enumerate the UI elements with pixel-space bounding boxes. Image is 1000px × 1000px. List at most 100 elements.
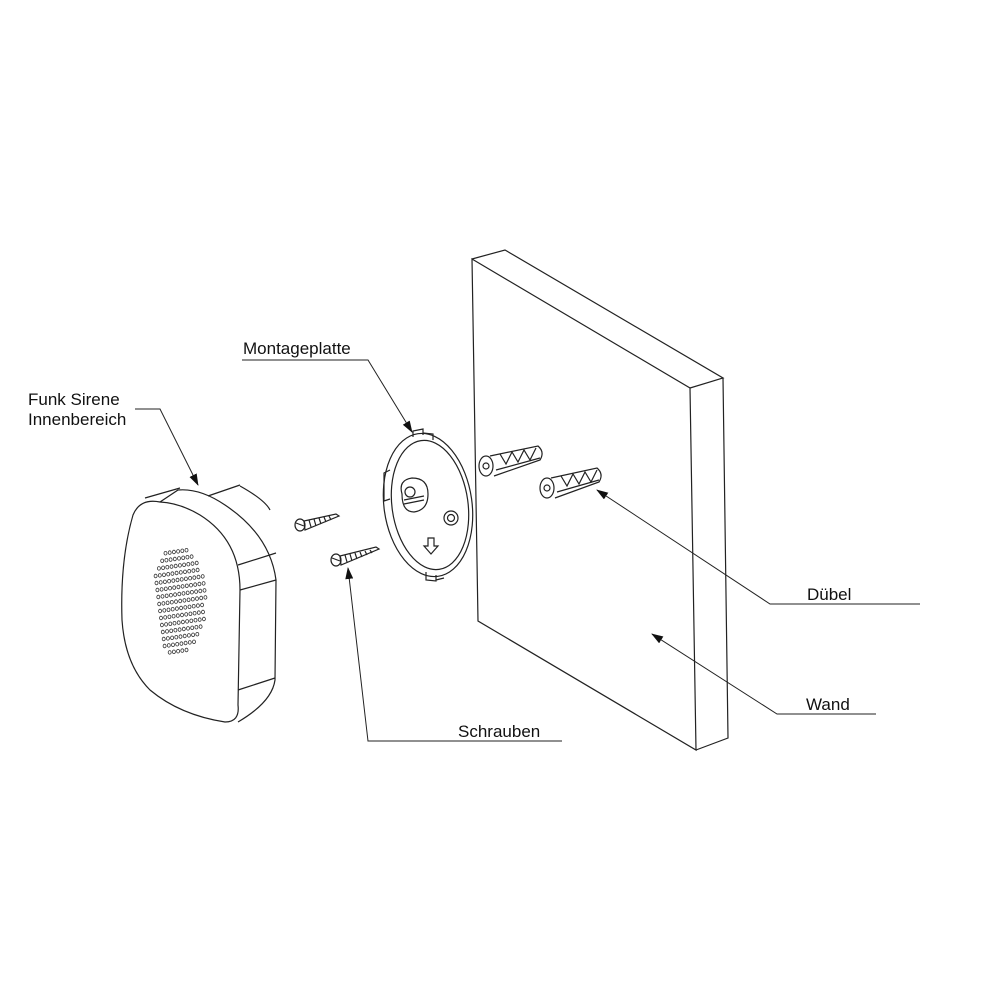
grille-hole	[179, 577, 184, 582]
grille-hole	[168, 586, 172, 591]
grille-hole	[201, 581, 206, 586]
grille-hole	[173, 563, 178, 569]
grille-hole	[189, 590, 194, 595]
grille-hole	[190, 597, 195, 602]
grille-hole	[174, 599, 178, 604]
grille-hole	[161, 601, 166, 606]
grille-hole	[168, 593, 173, 598]
grille-hole	[184, 612, 189, 617]
grille-hole	[195, 596, 199, 601]
grille-hole	[164, 593, 169, 598]
grille-hole	[170, 607, 175, 612]
grille-hole	[183, 569, 187, 574]
grille-hole	[193, 618, 198, 623]
grille-hole	[173, 628, 178, 633]
grille-hole	[179, 605, 184, 611]
grille-hole	[153, 573, 158, 579]
grille-hole	[156, 566, 161, 571]
grille-hole	[181, 591, 186, 596]
grille-hole	[175, 577, 180, 583]
grille-hole	[159, 587, 164, 592]
leader-lines	[135, 359, 920, 742]
grille-hole	[184, 548, 189, 553]
grille-hole	[186, 633, 191, 638]
grille-hole	[167, 550, 172, 555]
grille-hole	[163, 586, 168, 591]
grille-hole	[172, 556, 177, 562]
grille-hole	[171, 549, 176, 555]
grille-hole	[169, 600, 174, 605]
grille-hole	[185, 619, 190, 624]
grille-hole	[182, 562, 187, 567]
grille-hole	[162, 643, 167, 649]
grille-hole	[180, 548, 185, 553]
grille-hole	[187, 604, 192, 609]
grille-hole	[194, 625, 199, 630]
grille-hole	[166, 572, 171, 577]
grille-hole	[172, 621, 177, 626]
grille-hole	[174, 606, 179, 611]
screw-1	[294, 513, 341, 532]
grille-hole	[167, 579, 172, 584]
grille-hole	[174, 635, 179, 640]
grille-hole	[168, 557, 173, 562]
grille-hole	[179, 641, 184, 646]
grille-hole	[201, 616, 206, 622]
siren-label: Funk Sirene Innenbereich	[28, 390, 126, 430]
wall-label: Wand	[806, 695, 850, 714]
grille-hole	[167, 650, 172, 655]
grille-hole	[186, 597, 191, 602]
dowel-1	[478, 445, 543, 477]
grille-hole	[171, 614, 176, 619]
grille-hole	[190, 625, 195, 630]
grille-hole	[195, 603, 200, 608]
grille-hole	[180, 648, 185, 653]
grille-hole	[159, 615, 163, 621]
grille-hole	[164, 622, 169, 627]
grille-hole	[162, 579, 167, 584]
grille-hole	[171, 578, 176, 583]
screw-2	[330, 546, 381, 567]
grille-hole	[187, 569, 192, 574]
grille-hole	[171, 642, 175, 647]
mounting-plate-label: Montageplatte	[243, 339, 351, 358]
grille-hole	[173, 592, 178, 597]
grille-hole	[177, 563, 182, 568]
grille-hole	[185, 555, 190, 560]
grille-hole	[197, 581, 202, 587]
grille-hole	[155, 587, 160, 593]
grille-hole	[196, 610, 201, 615]
grille-hole	[158, 608, 163, 614]
grille-hole	[198, 624, 203, 629]
grille-hole	[190, 561, 195, 566]
grille-hole	[161, 636, 166, 642]
grille-hole	[188, 576, 193, 581]
grille-hole	[189, 554, 194, 559]
grille-hole	[175, 642, 180, 647]
grille-hole	[184, 647, 189, 653]
grille-hole	[171, 649, 176, 654]
grille-hole	[170, 571, 175, 576]
siren-device	[121, 484, 277, 723]
dowels-label: Dübel	[807, 585, 852, 604]
grille-hole	[176, 649, 181, 654]
grille-hole	[189, 618, 194, 623]
grille-hole	[177, 591, 182, 597]
grille-hole	[200, 602, 205, 608]
screws-label: Schrauben	[458, 722, 541, 741]
grille-hole	[191, 568, 196, 573]
grille-hole	[169, 628, 174, 633]
speaker-grille	[153, 548, 208, 655]
grille-hole	[197, 617, 202, 622]
grille-hole	[182, 598, 187, 603]
grille-hole	[165, 565, 170, 570]
grille-hole	[170, 635, 175, 640]
grille-hole	[187, 640, 192, 645]
grille-hole	[176, 620, 181, 625]
grille-hole	[174, 570, 179, 576]
grille-hole	[195, 632, 200, 637]
grille-hole	[159, 622, 164, 628]
siren-label-line2: Innenbereich	[28, 410, 127, 429]
